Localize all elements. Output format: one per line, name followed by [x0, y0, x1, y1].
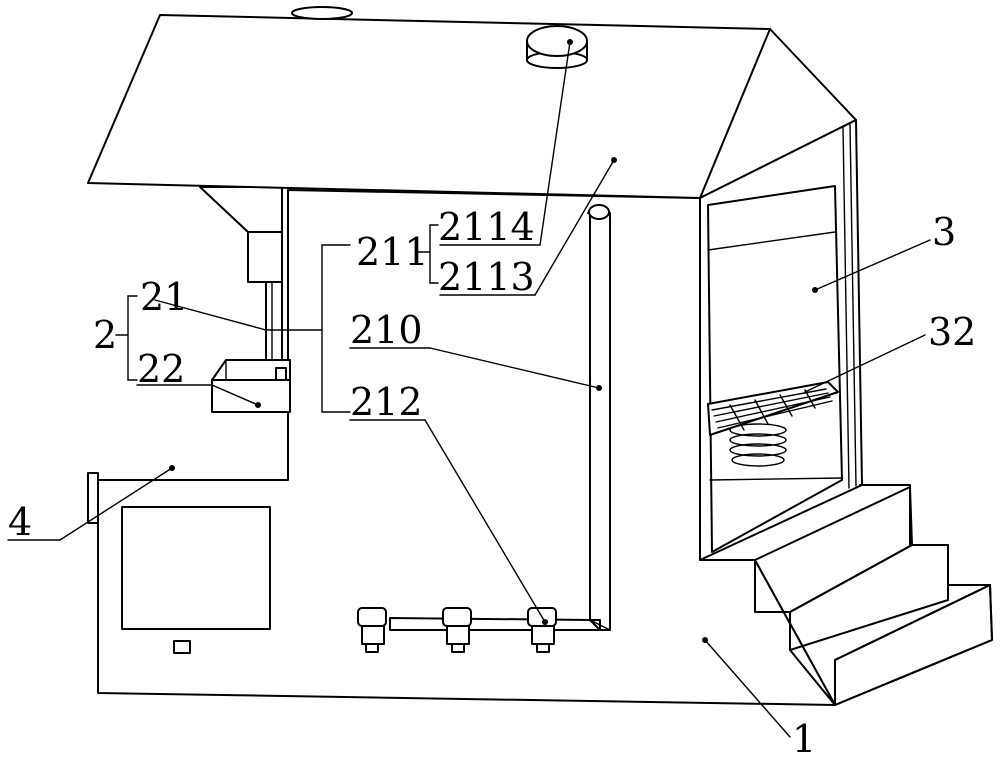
door-frame — [699, 119, 863, 561]
stairs — [754, 484, 993, 706]
label-211: 211 — [356, 230, 429, 274]
lower-left-block — [87, 472, 271, 654]
label-2114: 2114 — [438, 205, 535, 249]
label-32: 32 — [928, 310, 976, 354]
label-3: 3 — [932, 210, 956, 254]
roof — [87, 6, 857, 199]
hopper — [199, 186, 283, 378]
label-21: 21 — [140, 275, 188, 319]
label-1: 1 — [792, 717, 816, 761]
label-2: 2 — [93, 313, 117, 357]
tray — [211, 359, 291, 413]
label-212: 212 — [350, 380, 423, 424]
spring — [729, 423, 787, 467]
leader-lines — [7, 39, 931, 738]
label-210: 210 — [350, 308, 423, 352]
label-22: 22 — [137, 347, 185, 391]
filter-mesh — [707, 381, 839, 436]
nozzle-2 — [442, 607, 472, 653]
label-2113: 2113 — [438, 255, 535, 299]
label-4: 4 — [8, 500, 32, 544]
nozzle-1 — [357, 607, 387, 653]
